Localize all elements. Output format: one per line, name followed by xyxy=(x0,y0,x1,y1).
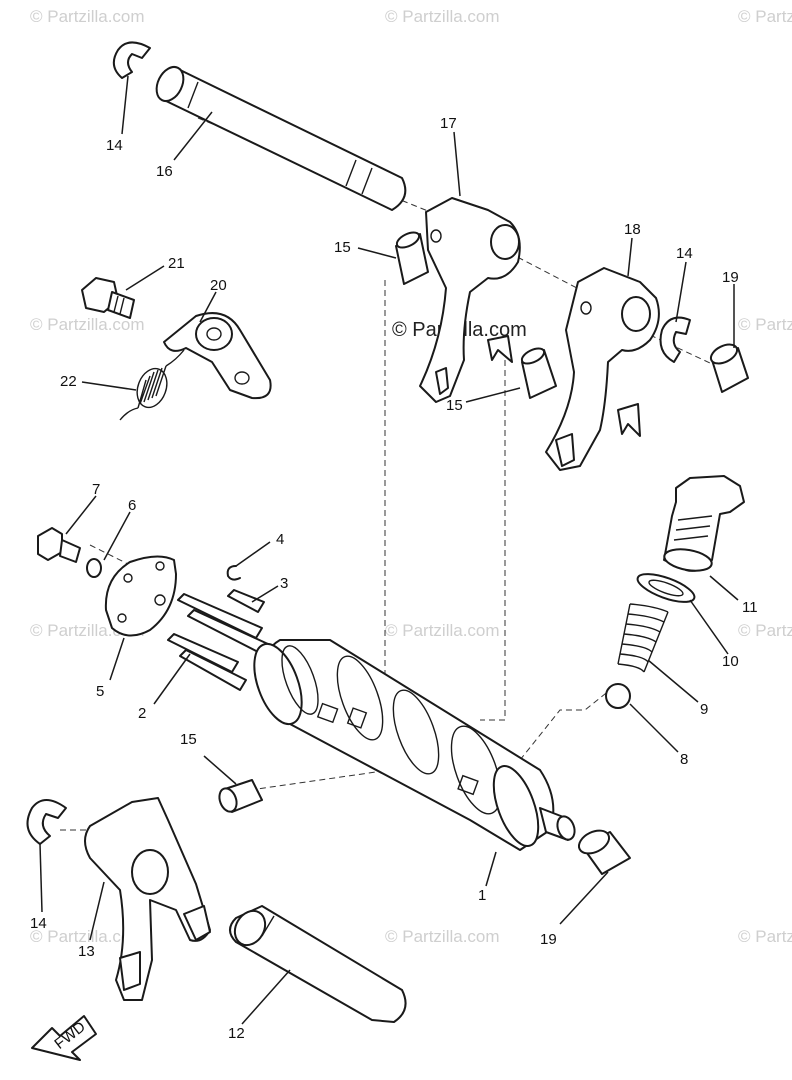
stopper-lever-20 xyxy=(163,312,272,400)
callout-2: 2 xyxy=(138,705,146,722)
shift-fork-shaft-upper xyxy=(155,65,407,211)
callout-11: 11 xyxy=(742,599,758,616)
shift-pins-2 xyxy=(167,593,269,691)
cap-19-lower xyxy=(577,829,631,875)
callout-10: 10 xyxy=(722,653,739,670)
clip-4 xyxy=(226,565,241,581)
callout-19: 19 xyxy=(722,269,739,286)
callouts: 14 16 17 15 18 14 19 15 21 20 22 7 6 4 3… xyxy=(30,115,758,1042)
screw-7 xyxy=(37,527,81,563)
cap-19-upper xyxy=(709,343,749,393)
watermark-text: © Partzilla.com xyxy=(738,927,792,946)
watermarks: © Partzilla.com © Partzilla.com © Partzi… xyxy=(30,7,792,946)
callout-22: 22 xyxy=(60,373,77,390)
callout-14: 14 xyxy=(30,915,47,932)
watermark-text: © Partzilla.com xyxy=(385,927,500,946)
callout-5: 5 xyxy=(96,683,104,700)
callout-18: 18 xyxy=(624,221,641,238)
callout-17: 17 xyxy=(440,115,457,132)
circlip-lower-left xyxy=(26,799,67,845)
callout-14: 14 xyxy=(676,245,693,262)
watermark-text: © Partzilla.com xyxy=(385,621,500,640)
shift-fork-13 xyxy=(84,797,211,1001)
dowel-pin-3 xyxy=(227,589,265,613)
watermark-text: © Partzilla.com xyxy=(738,7,792,26)
callout-9: 9 xyxy=(700,701,708,718)
watermark-text: © Partzilla.com xyxy=(385,7,500,26)
watermark-text: © Partzilla.com xyxy=(30,927,145,946)
callout-21: 21 xyxy=(168,255,185,272)
watermark-text: © Partzilla.com xyxy=(738,315,792,334)
circlip-top-left xyxy=(112,41,151,79)
callout-1: 1 xyxy=(478,887,486,904)
callout-15: 15 xyxy=(334,239,351,256)
callout-13: 13 xyxy=(78,943,95,960)
callout-7: 7 xyxy=(92,481,100,498)
bolt-21 xyxy=(81,277,135,319)
callout-15: 15 xyxy=(446,397,463,414)
callout-15: 15 xyxy=(180,731,197,748)
leader-lines xyxy=(39,75,739,1025)
guide-pin-15a xyxy=(395,231,429,285)
fwd-arrow: FWD xyxy=(31,1015,97,1061)
callout-3: 3 xyxy=(280,575,288,592)
shift-fork-shaft-lower xyxy=(229,905,407,1023)
callout-6: 6 xyxy=(128,497,136,514)
plug-11 xyxy=(663,475,745,572)
guide-pin-15b xyxy=(520,347,557,399)
ball-8 xyxy=(605,683,631,709)
callout-8: 8 xyxy=(680,751,688,768)
circlip-right xyxy=(659,316,691,363)
shift-fork-17 xyxy=(419,197,521,403)
spring-9 xyxy=(617,603,669,673)
callout-19: 19 xyxy=(540,931,557,948)
segment-plate-5 xyxy=(104,555,177,637)
callout-20: 20 xyxy=(210,277,227,294)
callout-4: 4 xyxy=(276,531,284,548)
shift-cam-1 xyxy=(253,639,576,851)
callout-12: 12 xyxy=(228,1025,245,1042)
washer-10 xyxy=(636,573,696,603)
watermark-text: © Partzilla.com xyxy=(30,315,145,334)
watermark-text: © Partzilla.com xyxy=(738,621,792,640)
watermark-text: © Partzilla.com xyxy=(30,7,145,26)
guide-pin-15c xyxy=(218,779,263,813)
callout-16: 16 xyxy=(156,163,173,180)
washer-6 xyxy=(86,558,102,578)
spring-22 xyxy=(119,349,185,421)
shift-fork-18 xyxy=(545,267,660,471)
callout-14: 14 xyxy=(106,137,123,154)
